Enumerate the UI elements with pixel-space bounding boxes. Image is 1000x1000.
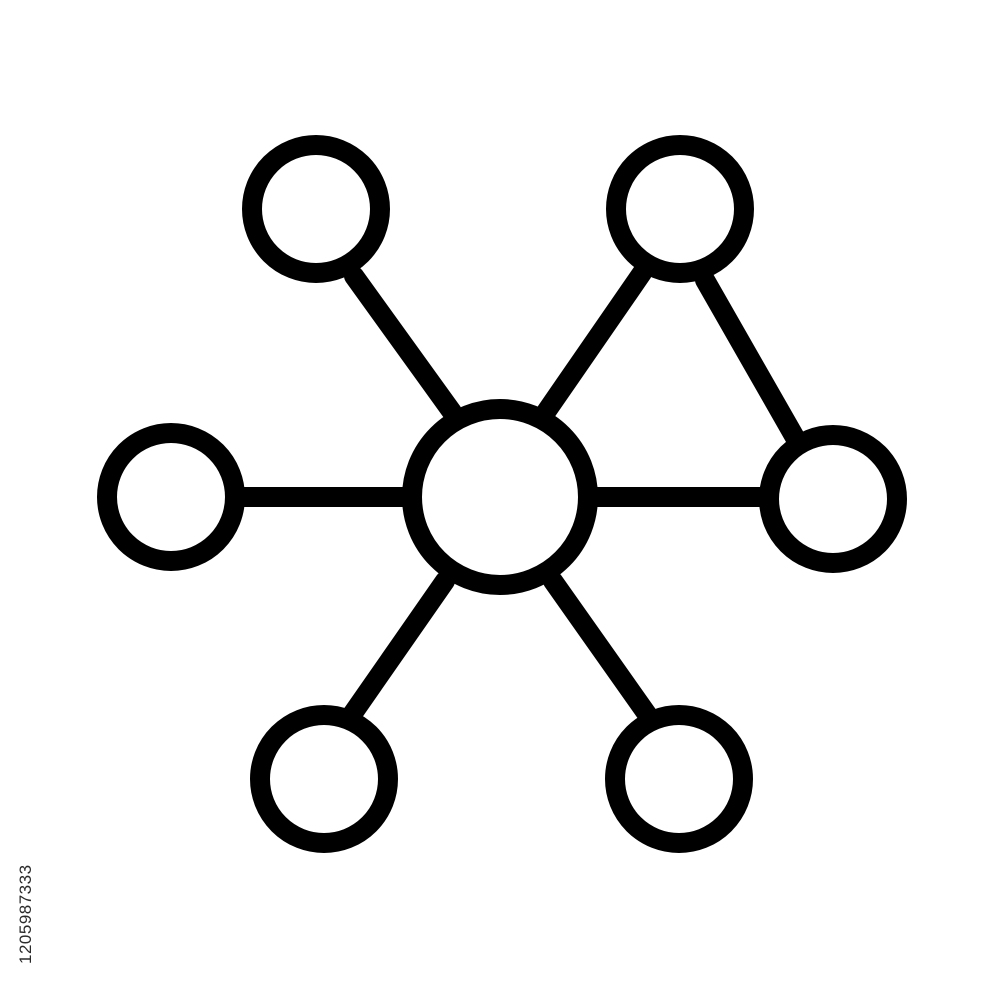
node-right	[759, 425, 907, 573]
connector-top-left	[344, 266, 462, 422]
connector-bottom-right	[543, 571, 659, 727]
connector-bottom-left	[341, 571, 455, 726]
connector-triangle-side	[695, 270, 807, 451]
stock-id-watermark: 1205987333	[16, 864, 35, 964]
node-bottom-left	[250, 705, 398, 853]
hub-node	[402, 399, 598, 595]
network-nodes	[97, 135, 907, 853]
connector-top-right	[536, 263, 652, 422]
node-bottom-right	[605, 705, 753, 853]
node-left	[97, 423, 245, 571]
node-top-left	[242, 135, 390, 283]
node-top-right	[606, 135, 754, 283]
network-connectors	[230, 263, 807, 727]
